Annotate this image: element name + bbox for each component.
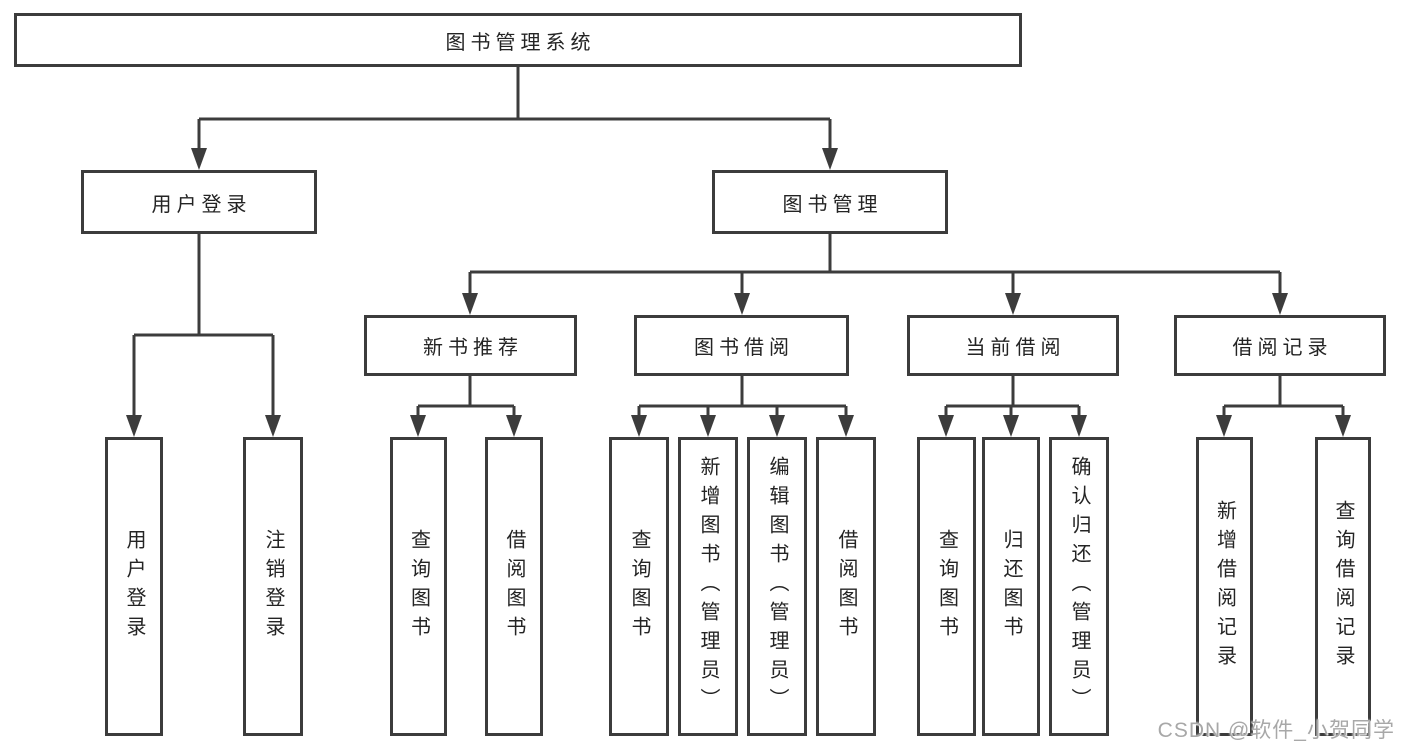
connector-root-to-level2	[197, 67, 832, 150]
leaf-borrow-add-books-admin-label: 新增图书（管理员）	[697, 456, 719, 717]
node-borrow-records-label: 借阅记录	[1232, 337, 1333, 359]
leaf-newbook-query-books-label: 查询图书	[407, 528, 430, 645]
node-new-book-recommend: 新书推荐	[364, 315, 577, 376]
connector-bookborrow-to-leaves	[637, 376, 848, 417]
leaf-borrow-query-books-label: 查询图书	[628, 528, 650, 645]
node-book-borrow: 图书借阅	[634, 315, 849, 376]
leaf-current-query-books-label: 查询图书	[935, 528, 958, 645]
arrowheads	[126, 148, 1351, 437]
leaf-user-login: 用户登录	[105, 437, 163, 736]
leaf-newbook-borrow-books-label: 借阅图书	[503, 528, 525, 645]
leaf-records-query-record: 查询借阅记录	[1315, 437, 1371, 736]
leaf-logout-label: 注销登录	[262, 528, 284, 645]
leaf-user-login-label: 用户登录	[123, 528, 145, 645]
leaf-borrow-add-books-admin: 新增图书（管理员）	[678, 437, 738, 736]
leaf-records-add-record-label: 新增借阅记录	[1213, 499, 1236, 674]
connector-userlogin-to-leaves	[132, 234, 275, 417]
connector-bookmgmt-to-level3	[468, 234, 1282, 295]
node-current-borrow: 当前借阅	[907, 315, 1119, 376]
leaf-borrow-borrow-books-label: 借阅图书	[835, 528, 857, 645]
node-user-login: 用户登录	[81, 170, 317, 234]
leaf-current-query-books: 查询图书	[917, 437, 976, 736]
node-user-login-label: 用户登录	[151, 193, 252, 216]
leaf-current-return-books-label: 归还图书	[1000, 528, 1022, 645]
leaf-newbook-borrow-books: 借阅图书	[485, 437, 543, 736]
node-book-management: 图书管理	[712, 170, 948, 234]
connector-records-to-leaves	[1222, 376, 1345, 417]
leaf-borrow-edit-books-admin: 编辑图书（管理员）	[747, 437, 807, 736]
node-root-library-system: 图书管理系统	[14, 13, 1022, 67]
leaf-borrow-edit-books-admin-label: 编辑图书（管理员）	[766, 456, 788, 717]
connector-currentborrow-to-leaves	[944, 376, 1081, 417]
leaf-borrow-borrow-books: 借阅图书	[816, 437, 876, 736]
leaf-newbook-query-books: 查询图书	[390, 437, 447, 736]
connector-newbook-to-leaves	[416, 376, 516, 417]
node-current-borrow-label: 当前借阅	[965, 337, 1066, 359]
watermark: CSDN @软件_小贺同学	[1157, 719, 1395, 742]
node-book-management-label: 图书管理	[782, 193, 883, 216]
leaf-records-query-record-label: 查询借阅记录	[1332, 499, 1354, 674]
node-book-borrow-label: 图书借阅	[694, 337, 794, 359]
leaf-borrow-query-books: 查询图书	[609, 437, 669, 736]
leaf-records-add-record: 新增借阅记录	[1196, 437, 1253, 736]
node-borrow-records: 借阅记录	[1174, 315, 1386, 376]
leaf-current-confirm-return-admin: 确认归还（管理员）	[1049, 437, 1109, 736]
node-root-label: 图书管理系统	[445, 31, 596, 54]
leaf-logout: 注销登录	[243, 437, 303, 736]
leaf-current-confirm-return-admin-label: 确认归还（管理员）	[1068, 456, 1090, 717]
node-new-book-recommend-label: 新书推荐	[423, 337, 523, 359]
leaf-current-return-books: 归还图书	[982, 437, 1040, 736]
